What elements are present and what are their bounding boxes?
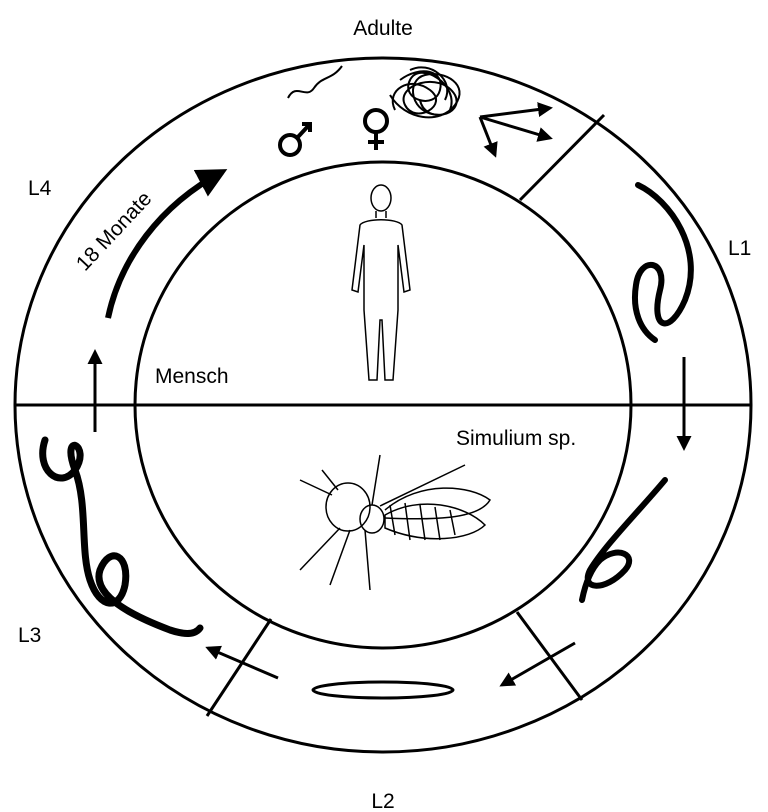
label-host-vector: Simulium sp. bbox=[456, 427, 576, 450]
female-worm-cluster-icon bbox=[390, 67, 460, 117]
arrow-l2-to-l3 bbox=[208, 648, 278, 678]
divider-adult-l1 bbox=[520, 115, 604, 200]
label-l3: L3 bbox=[18, 624, 41, 647]
label-l2: L2 bbox=[371, 790, 394, 812]
divider-l2-l3 bbox=[207, 619, 271, 716]
human-figure-icon bbox=[352, 185, 410, 380]
label-adult: Adulte bbox=[353, 17, 413, 40]
development-arrow bbox=[108, 172, 222, 318]
arrow-to-l2 bbox=[502, 643, 575, 685]
label-l4: L4 bbox=[28, 177, 52, 200]
male-worm-icon bbox=[288, 66, 342, 98]
label-host-human: Mensch bbox=[155, 365, 229, 388]
l2-larva-icon bbox=[313, 682, 453, 698]
l1-vector-larva-icon bbox=[582, 480, 665, 600]
l1-larva-icon bbox=[635, 185, 691, 340]
male-icon bbox=[280, 124, 310, 155]
female-icon bbox=[365, 110, 387, 150]
release-arrows bbox=[480, 108, 550, 155]
simulium-fly-icon bbox=[300, 455, 490, 590]
label-l1: L1 bbox=[728, 237, 751, 260]
l3-larva-icon bbox=[43, 440, 200, 634]
